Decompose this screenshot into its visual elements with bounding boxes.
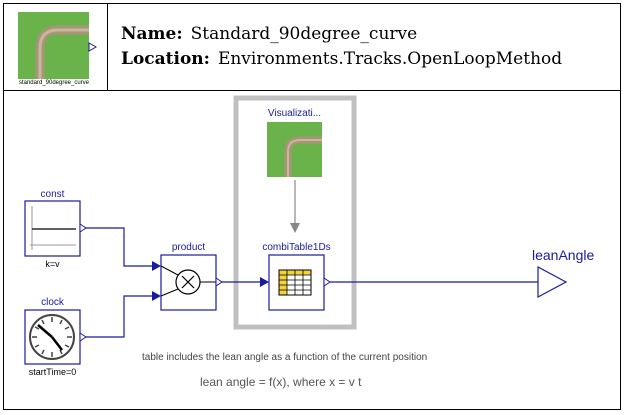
clock-label: clock <box>41 297 64 308</box>
model-icon[interactable] <box>18 12 98 79</box>
location-label: Location: <box>121 49 210 69</box>
table-highlight-column <box>279 270 287 295</box>
visualization-link-arrow <box>290 223 300 233</box>
product-input1-arrow <box>152 261 161 271</box>
lean-angle-output[interactable] <box>537 265 568 299</box>
model-icon-caption: standard_90degree_curve <box>18 80 90 86</box>
clock-ticks <box>32 317 72 357</box>
product-output-port <box>215 277 223 287</box>
name-label: Name: <box>121 24 183 44</box>
header-bar <box>3 3 621 91</box>
const-label: const <box>40 189 65 200</box>
product-label: product <box>171 242 206 253</box>
const-output-port <box>79 223 87 233</box>
diagram-frame <box>3 3 621 410</box>
table-group-box <box>233 95 357 330</box>
model-location: Location: Environments.Tracks.OpenLoopMet… <box>121 49 562 69</box>
const-param: k=v <box>45 259 60 269</box>
table-label: combiTable1Ds <box>262 242 331 253</box>
model-icon-output-port <box>88 42 98 52</box>
note-lean-angle-formula: lean angle = f(x), where x = v t <box>200 375 362 389</box>
model-name: Name: Standard_90degree_curve <box>121 24 417 44</box>
clock-param: startTime=0 <box>28 367 77 377</box>
connection-clock-product <box>84 295 152 338</box>
name-value: Standard_90degree_curve <box>190 24 418 44</box>
visualization-label: Visualizati... <box>267 108 322 119</box>
visualization-grass <box>267 122 322 177</box>
clock-output-port <box>79 332 87 342</box>
location-value: Environments.Tracks.OpenLoopMethod <box>217 49 563 69</box>
clock-hour-hand <box>37 324 53 338</box>
note-table-description: table includes the lean angle as a funct… <box>142 352 428 363</box>
const-block[interactable] <box>24 200 87 257</box>
model-icon-grass <box>18 12 89 79</box>
lean-angle-label: leanAngle <box>532 247 595 263</box>
connection-const-product <box>84 227 152 267</box>
table-output-port <box>323 277 331 287</box>
connections <box>84 227 538 338</box>
table-block[interactable] <box>268 254 331 311</box>
product-block[interactable] <box>160 254 223 311</box>
clock-block[interactable] <box>24 309 87 365</box>
product-input2-arrow <box>152 291 161 301</box>
table-input-arrow <box>260 277 269 287</box>
visualization-block[interactable] <box>267 122 322 177</box>
header-divider <box>107 3 108 91</box>
clock-minute-hand <box>51 336 63 351</box>
